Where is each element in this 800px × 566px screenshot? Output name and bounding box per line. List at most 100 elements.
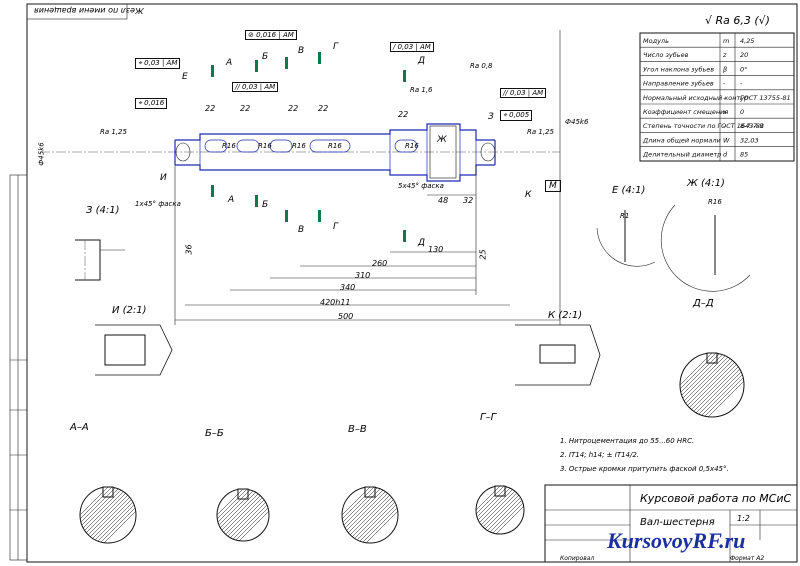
- label-b-bottom: Б: [262, 200, 269, 210]
- param-symbol: x: [722, 108, 727, 116]
- param-symbol: β: [723, 65, 727, 73]
- param-value: 85: [740, 151, 748, 159]
- label-z: З: [488, 112, 494, 122]
- label-b-top: Б: [262, 52, 269, 62]
- param-value: ГОСТ 13755-81: [740, 94, 791, 102]
- roughness-ra16: Ra 1,6: [410, 86, 433, 94]
- dim-25: 25: [478, 249, 488, 260]
- param-symbol: -: [723, 94, 726, 102]
- dim-36: 36: [184, 244, 194, 255]
- param-value: 0: [740, 108, 744, 116]
- title-block-copied: Копировал: [560, 555, 595, 562]
- label-g-bottom: Г: [333, 222, 339, 232]
- tolerance-top-4: / 0,03 | АМ: [390, 42, 434, 52]
- detail-z: [75, 239, 125, 281]
- param-symbol: -: [723, 122, 726, 130]
- param-name: Длина общей нормали: [642, 136, 721, 144]
- view-bb-title: Б–Б: [205, 428, 224, 439]
- side-strip: [9, 174, 28, 561]
- detail-e: [596, 210, 656, 267]
- dim-32: 32: [463, 196, 474, 205]
- diameter-left: Ф45k6: [37, 142, 46, 166]
- label-e-top: Е: [182, 72, 188, 82]
- param-value: 0°: [740, 65, 747, 73]
- param-value: 8-7-7-В: [740, 122, 764, 130]
- roughness-ra125-right: Ra 1,25: [527, 128, 554, 136]
- param-value: 32,03: [740, 136, 759, 144]
- detail-i: [95, 324, 173, 376]
- view-i-title: И (2:1): [112, 305, 147, 316]
- corner-stamp: [26, 3, 128, 20]
- tolerance-e: ⌖ 0,005: [500, 110, 533, 121]
- view-dd-title: Д–Д: [693, 298, 714, 309]
- dim-r16-b: R16: [258, 142, 272, 150]
- watermark: KursovoyRF.ru: [607, 528, 746, 553]
- param-name: Нормальный исходный контур: [643, 94, 748, 102]
- param-symbol: d: [723, 151, 728, 159]
- fask2-label: 5x45° фаска: [398, 182, 444, 190]
- dim-420: 420h11: [320, 298, 351, 307]
- detail-k: [515, 324, 601, 386]
- dim-260: 260: [372, 259, 388, 268]
- param-name: Модуль: [643, 37, 669, 45]
- dim-22-c: 22: [288, 104, 299, 113]
- detail-r1: R1: [620, 212, 630, 220]
- view-vv-title: В–В: [348, 424, 367, 435]
- title-block-format: Формат А2: [730, 555, 765, 562]
- view-gg-title: Г–Г: [480, 412, 497, 423]
- dim-48: 48: [438, 196, 449, 205]
- title-block-scale: 1:2: [737, 514, 750, 523]
- dim-130: 130: [428, 245, 444, 254]
- tolerance-top-5: // 0,03 | АМ: [500, 88, 547, 98]
- label-a-bottom: А: [228, 195, 235, 205]
- param-name: Число зубьев: [643, 51, 689, 59]
- label-m: М: [545, 180, 561, 192]
- title-block: [544, 484, 798, 563]
- dim-310: 310: [355, 271, 371, 280]
- view-k-title: К (2:1): [548, 310, 583, 321]
- label-zh: Ж: [437, 135, 447, 145]
- title-block-title: Курсовой работа по МСиС: [640, 492, 792, 505]
- section-markers: [211, 52, 406, 242]
- diameter-right: Ф45k6: [565, 118, 589, 126]
- stamp-rotated-text: Жезл по имени вращения: [34, 6, 144, 15]
- dim-500: 500: [338, 312, 354, 321]
- param-symbol: -: [723, 80, 726, 88]
- tolerance-left: ⌖ 0,016: [135, 98, 168, 109]
- param-value: 4,25: [740, 37, 754, 45]
- dim-22-e: 22: [398, 110, 409, 119]
- param-name: Степень точности по ГОСТ 1643-81: [643, 122, 764, 130]
- view-z-title: З (4:1): [86, 205, 120, 216]
- dimension-lines: [174, 30, 561, 325]
- note-3: 3. Острые кромки притупить фаской 0,5x45…: [560, 465, 729, 473]
- tolerance-top-2: ⌖ 0,03 | АМ: [135, 58, 181, 69]
- label-k: К: [525, 190, 532, 200]
- label-v-top: В: [298, 46, 305, 56]
- tolerance-top-3: // 0,03 | АМ: [232, 82, 279, 92]
- view-e-title: Е (4:1): [612, 185, 646, 196]
- param-name: Коэффициент смещения: [643, 108, 728, 116]
- dim-r16-e: R16: [405, 142, 419, 150]
- param-value: -: [740, 80, 743, 88]
- dim-22-a: 22: [205, 104, 216, 113]
- label-g-top: Г: [333, 42, 339, 52]
- param-symbol: m: [723, 37, 729, 45]
- general-roughness: √ Ra 6,3 (√): [705, 14, 770, 27]
- view-zh-title: Ж (4:1): [687, 178, 725, 189]
- dim-22-d: 22: [318, 104, 329, 113]
- detail-r16: R16: [708, 198, 722, 206]
- roughness-ra08: Ra 0,8: [470, 62, 493, 70]
- dim-22-b: 22: [240, 104, 251, 113]
- label-i: И: [160, 173, 167, 183]
- label-d-top: Д: [418, 56, 426, 66]
- param-name: Угол наклона зубьев: [643, 65, 714, 73]
- label-v-bottom: В: [298, 225, 305, 235]
- tolerance-top-1: ⊘ 0,016 | АМ: [245, 30, 297, 40]
- note-1: 1. Нитроцементация до 55...60 HRC.: [560, 437, 695, 445]
- dim-r16-d: R16: [328, 142, 342, 150]
- label-a-top: А: [226, 58, 233, 68]
- param-name: Направление зубьев: [643, 80, 714, 88]
- view-aa-title: А–А: [70, 422, 89, 433]
